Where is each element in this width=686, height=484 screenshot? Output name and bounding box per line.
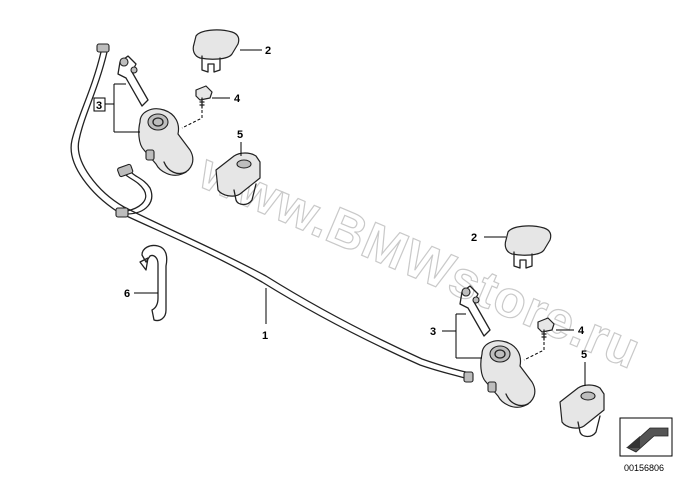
callout-3-upper: 3 (96, 100, 102, 112)
callout-4-upper: 4 (234, 93, 241, 105)
leader-lines (93, 49, 586, 386)
screw-upper (195, 85, 213, 109)
cover-cap-lower (504, 225, 552, 269)
callout-6: 6 (124, 288, 130, 300)
callout-5-lower: 5 (581, 349, 587, 361)
callout-2-upper: 2 (265, 45, 271, 57)
hose-assembly (70, 43, 474, 383)
corner-reference-box (619, 417, 673, 457)
adapter-lower (559, 384, 605, 438)
callout-3-lower: 3 (430, 326, 436, 338)
callout-4-lower: 4 (578, 325, 585, 337)
callout-5-upper: 5 (237, 129, 243, 141)
nozzle-assembly-upper (117, 55, 194, 176)
callout-1: 1 (262, 330, 268, 342)
nozzle-assembly-lower (459, 285, 536, 408)
adapter-upper (215, 152, 261, 206)
document-id: 00156806 (624, 463, 664, 473)
screw-lower (537, 317, 555, 341)
callout-2-lower: 2 (471, 232, 477, 244)
cover-cap-upper (192, 29, 240, 73)
hose-bracket (139, 244, 168, 322)
